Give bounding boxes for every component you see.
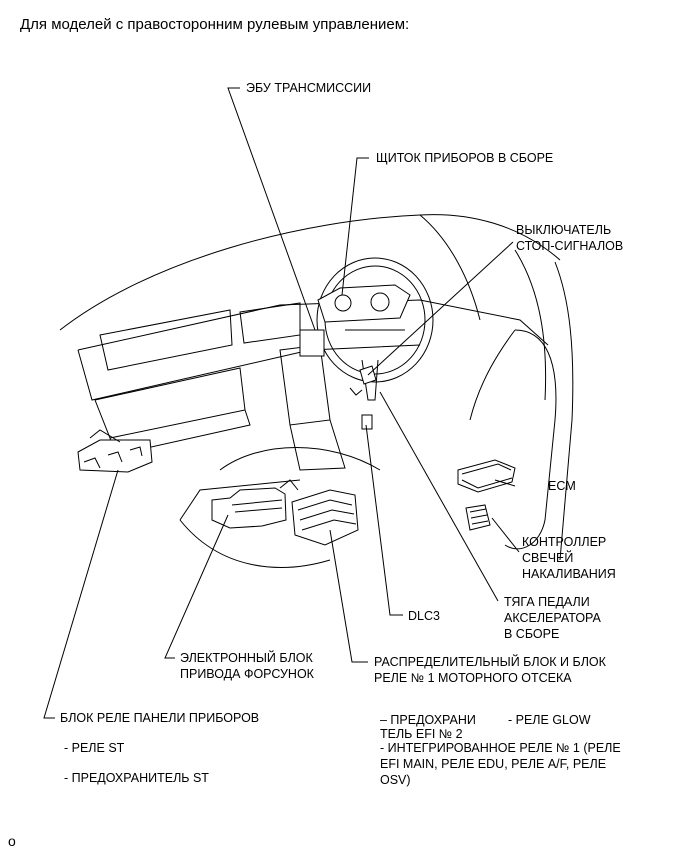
edu-label-line1: ЭЛЕКТРОННЫЙ БЛОК: [180, 651, 313, 665]
accel-pedal-label-line3: В СБОРЕ: [504, 627, 560, 641]
relay-glow-item: - РЕЛЕ GLOW: [508, 713, 591, 727]
dashboard-outline: [77, 299, 549, 351]
integrated-relay-item-line2: EFI MAIN, РЕЛЕ EDU, РЕЛЕ A/F, РЕЛЕ: [380, 757, 607, 771]
stop-light-switch-label-line2: СТОП-СИГНАЛОВ: [516, 239, 624, 253]
driver-seat: [504, 329, 557, 550]
dlc3-connector: [361, 414, 373, 430]
glow-controller-label-line3: НАКАЛИВАНИЯ: [522, 567, 616, 581]
dlc3-label: DLC3: [408, 609, 440, 623]
edu-label-line2: ПРИВОДА ФОРСУНОК: [180, 667, 314, 681]
footer-mark: o: [8, 833, 16, 849]
accel-pedal-label-line1: ТЯГА ПЕДАЛИ: [504, 595, 590, 609]
glove-box: [94, 367, 246, 439]
fuse-efi-item-line1: – ПРЕДОХРАНИ: [380, 713, 476, 727]
edu-module: [211, 479, 299, 529]
fuse-st-item: - ПРЕДОХРАНИТЕЛЬ ST: [64, 771, 209, 785]
glow-controller-module: [465, 504, 491, 531]
glow-controller-label-line1: КОНТРОЛЛЕР: [522, 535, 607, 549]
transmission-ecu-box: [299, 329, 325, 357]
instrument-relay-label: БЛОК РЕЛЕ ПАНЕЛИ ПРИБОРОВ: [60, 711, 260, 725]
transmission-ecu-label: ЭБУ ТРАНСМИССИИ: [246, 81, 372, 95]
junction-block: [291, 489, 359, 546]
windshield-outline: [59, 214, 561, 331]
stop-light-switch-label-line1: ВЫКЛЮЧАТЕЛЬ: [516, 223, 612, 237]
leader-lines: [43, 87, 520, 719]
integrated-relay-item-line1: - ИНТЕГРИРОВАННОЕ РЕЛЕ № 1 (РЕЛЕ: [380, 741, 621, 755]
center-console: [279, 344, 331, 426]
relay-st-item: - РЕЛЕ ST: [64, 741, 125, 755]
glow-controller-label-line2: СВЕЧЕЙ: [522, 551, 574, 565]
page-title: Для моделей с правосторонним рулевым упр…: [20, 16, 410, 33]
junction-block-label-line2: РЕЛЕ № 1 МОТОРНОГО ОТСЕКА: [374, 671, 572, 685]
junction-block-label-line1: РАСПРЕДЕЛИТЕЛЬНЫЙ БЛОК И БЛОК: [374, 655, 606, 669]
integrated-relay-item-line3: OSV): [380, 773, 411, 787]
ecm-module: [457, 459, 516, 493]
steering-wheel: [316, 257, 434, 383]
instrument-relay-block: [77, 429, 153, 473]
ecm-label: ECM: [548, 479, 576, 493]
combination-meter: [317, 284, 411, 323]
fuse-efi-item-line2: ТЕЛЬ EFI № 2: [380, 727, 463, 741]
accel-pedal-label-line2: АКСЕЛЕРАТОРА: [504, 611, 601, 625]
combination-meter-label: ЩИТОК ПРИБОРОВ В СБОРЕ: [376, 151, 554, 165]
